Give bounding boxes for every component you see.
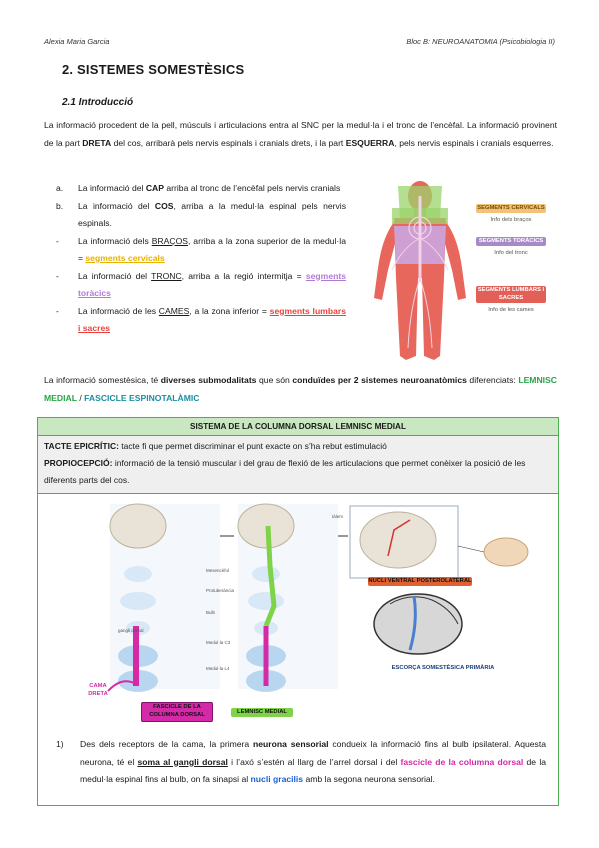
intro-paragraph: La informació procedent de la pell, músc… xyxy=(44,120,557,148)
list-item: -La informació del TRONC, arriba a la re… xyxy=(56,270,346,299)
lumbar-sublabel: Info de les cames xyxy=(488,307,534,313)
list-item: 1)Des dels receptors de la cama, la prim… xyxy=(56,739,547,784)
fig-tiny-label: Protuberància xyxy=(206,588,235,593)
info-list: a.La informació del CAP arriba al tronc … xyxy=(56,180,346,338)
enumerated-step: 1)Des dels receptors de la cama, la prim… xyxy=(56,736,546,789)
fig-tiny-label: Bulb xyxy=(206,610,216,615)
header-author: Alexia Maria Garcia xyxy=(44,37,110,46)
panel-lemnisc xyxy=(237,503,338,692)
header-course: Bloc B: NEUROANATOMIA (Psicobiologia II) xyxy=(406,37,555,46)
lumbar-label: SEGMENTS LUMBARS I SACRES xyxy=(476,286,546,303)
fig-tiny-label: Mesencèfol xyxy=(206,568,230,573)
list-item: -La informació dels BRAÇOS, arriba a la … xyxy=(56,235,346,264)
thoracic-sublabel: Info del tronc xyxy=(494,250,528,256)
fig-tiny-label: Medul·la L4 xyxy=(206,666,230,671)
fig-fascicle-label: FASCICLE DE LA COLUMNA DORSAL xyxy=(141,702,213,722)
fig-nucli-label: NUCLI VENTRAL POSTEROLATERAL xyxy=(368,577,472,586)
fig-tiny-label: Medul·la C3 xyxy=(206,640,231,645)
dorsal-column-box: SISTEMA DE LA COLUMNA DORSAL LEMNISC MED… xyxy=(37,417,559,806)
cervical-sublabel: Info dels braços xyxy=(490,217,532,223)
list-item: b.La informació del COS, arriba a la med… xyxy=(56,200,346,229)
tacte-line: TACTE EPICRÍTIC: tacte fi que permet dis… xyxy=(44,441,387,451)
panel-fascicle xyxy=(107,503,220,692)
fig-tiny-label: tàlem xyxy=(332,514,344,519)
list-item: -La informació de les CAMES, a la zona i… xyxy=(56,305,346,334)
panel-cortex xyxy=(373,593,463,655)
cervical-label: SEGMENTS CERVICALS xyxy=(476,204,546,213)
propio-line: PROPIOCEPCIÓ: informació de la tensió mu… xyxy=(44,458,526,485)
subsection-title: 2.1 Introducció xyxy=(62,97,134,108)
fig-cama-label: CAMA DRETA xyxy=(88,683,108,697)
fig-lemnisc-label: LEMNISC MEDIAL xyxy=(231,708,293,717)
box-title: SISTEMA DE LA COLUMNA DORSAL LEMNISC MED… xyxy=(38,418,558,436)
section-title: 2. SISTEMES SOMESTÈSICS xyxy=(62,62,245,77)
thoracic-label: SEGMENTS TORÀCICS xyxy=(476,237,546,246)
pathway-illustration xyxy=(107,503,529,692)
somesthetic-paragraph: La informació somestèsica, té diverses s… xyxy=(44,375,557,403)
fig-escorca-label: ESCORÇA SOMESTÈSICA PRIMÀRIA xyxy=(391,665,495,671)
list-item: a.La informació del CAP arriba al tronc … xyxy=(56,183,341,193)
fig-tiny-label: gangli dorsal xyxy=(118,628,144,633)
panel-thalamus xyxy=(349,505,529,579)
box-description: TACTE EPICRÍTIC: tacte fi que permet dis… xyxy=(38,436,558,494)
pathway-figure xyxy=(38,496,558,726)
